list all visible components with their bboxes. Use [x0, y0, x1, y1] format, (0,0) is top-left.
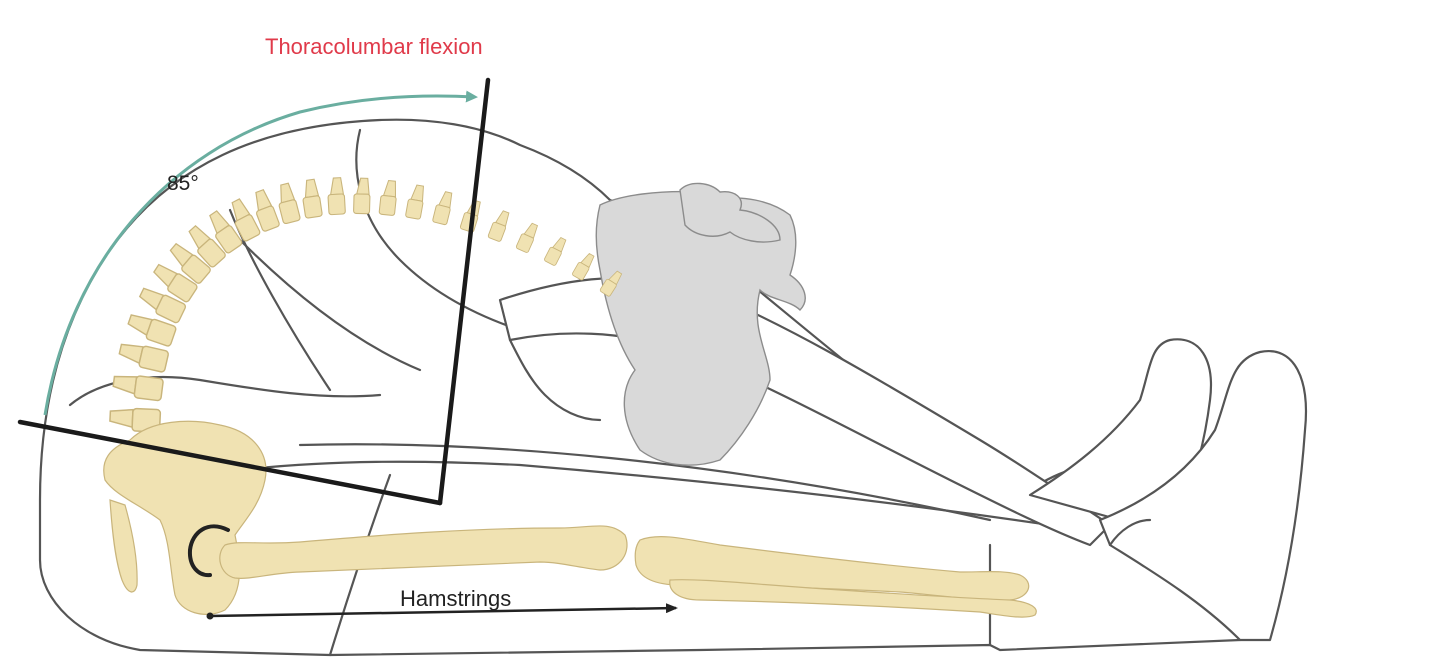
- fibula-bone: [669, 579, 1037, 618]
- internal-organs: [595, 182, 806, 466]
- vertebra: [405, 184, 424, 220]
- spine: [109, 177, 623, 433]
- vertebra: [378, 179, 397, 216]
- vertebra: [209, 210, 243, 254]
- hamstrings-origin-dot: [206, 612, 214, 620]
- vertebra: [118, 343, 169, 373]
- vertebra: [138, 287, 187, 324]
- angle-lines: [17, 77, 491, 506]
- trunk-reference-line: [437, 77, 491, 506]
- vertebra: [127, 314, 177, 347]
- flexion-arc-arrow: [43, 90, 478, 416]
- skeleton-lower: [103, 420, 1037, 618]
- vertebra: [353, 177, 371, 215]
- leg-top-line: [238, 460, 1052, 527]
- femur-bone: [219, 525, 628, 579]
- vertebra: [231, 198, 261, 242]
- vertebra: [278, 182, 301, 225]
- vertebra: [487, 210, 510, 242]
- vertebra: [544, 236, 567, 266]
- vertebra: [327, 177, 346, 216]
- vertebra: [572, 252, 595, 281]
- hamstrings-label: Hamstrings: [400, 586, 511, 611]
- vertebra: [599, 270, 623, 297]
- vertebra: [169, 242, 211, 284]
- vertebra: [432, 191, 453, 226]
- sacrum-bone: [109, 499, 138, 593]
- vertebra: [112, 375, 164, 402]
- title-label: Thoracolumbar flexion: [265, 34, 483, 59]
- hip-joint-arc: [187, 524, 230, 578]
- hamstrings-arrow: [209, 603, 678, 618]
- pelvis-reference-line: [17, 419, 443, 506]
- angle-label: 85°: [167, 172, 199, 195]
- organ-upper: [595, 190, 806, 466]
- vertebra: [302, 178, 323, 219]
- foot-right: [1098, 350, 1307, 642]
- vertebra: [255, 188, 280, 232]
- vertebra: [515, 222, 539, 253]
- vertebra: [153, 263, 198, 303]
- vertebra: [188, 224, 226, 268]
